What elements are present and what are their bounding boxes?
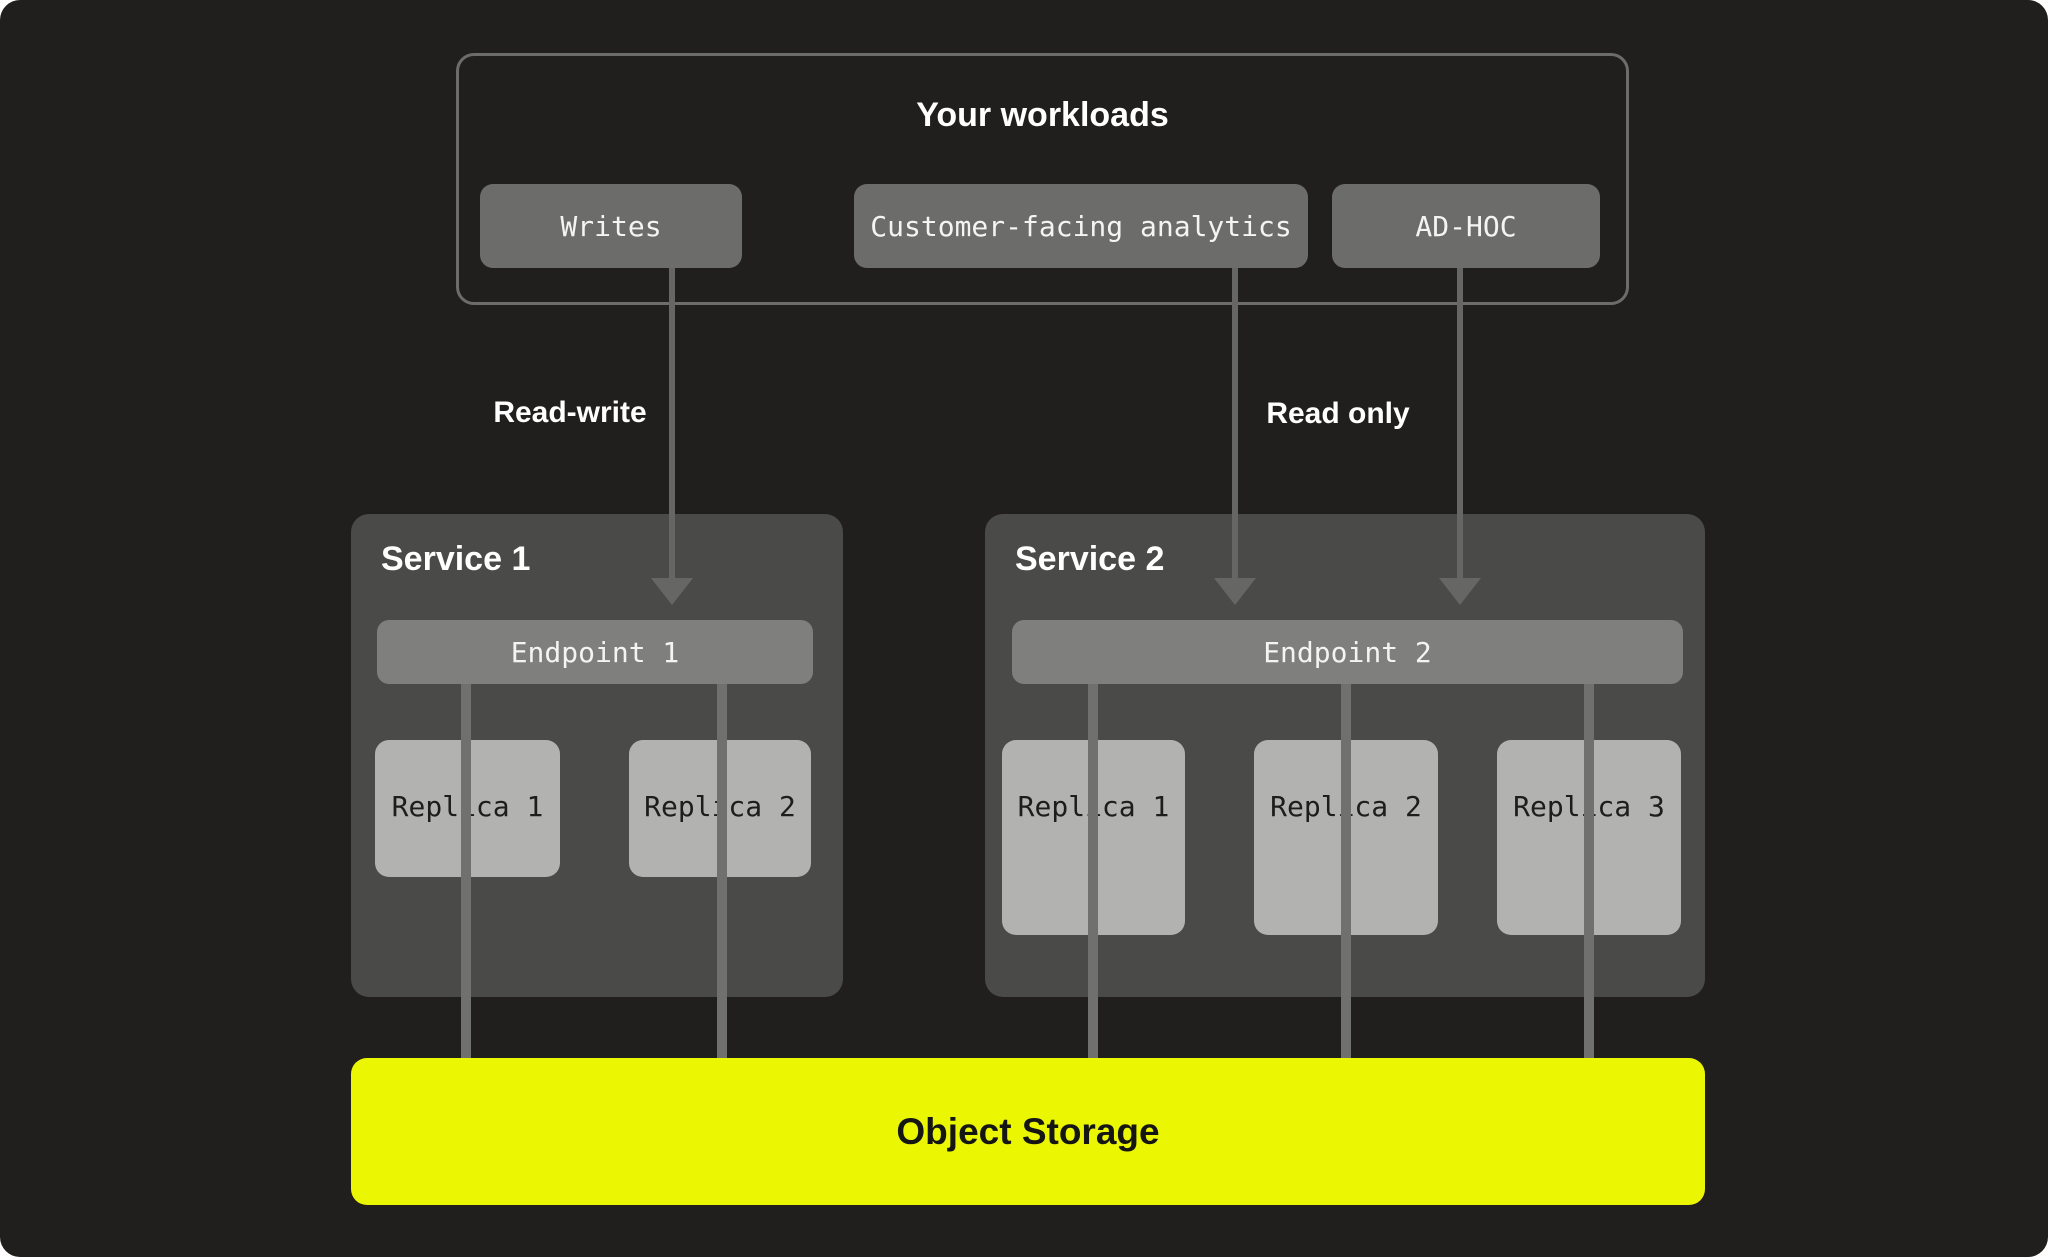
service-1-group: Service 1 Endpoint 1 Replica 1 Replica 2 (351, 514, 843, 997)
connector-s2-replica-2 (1341, 684, 1351, 1058)
workloads-title: Your workloads (916, 96, 1169, 134)
workloads-group: Your workloads Writes Customer-facing an… (456, 53, 1629, 305)
connector-s1-replica-2 (717, 684, 727, 1058)
arrow-shaft (669, 268, 675, 580)
label-read-write: Read-write (493, 396, 647, 429)
service-1-title: Service 1 (381, 540, 531, 578)
arrow-shaft (1232, 268, 1238, 580)
endpoint-2-node: Endpoint 2 (1012, 620, 1683, 684)
object-storage-bar: Object Storage (351, 1058, 1705, 1205)
object-storage-label: Object Storage (896, 1110, 1160, 1152)
connector-s1-replica-1 (461, 684, 471, 1058)
arrow-head-icon (1214, 578, 1256, 605)
arrow-head-icon (651, 578, 693, 605)
endpoint-1-node: Endpoint 1 (377, 620, 813, 684)
arrow-shaft (1457, 268, 1463, 580)
connector-s2-replica-1 (1088, 684, 1098, 1058)
workload-node-writes: Writes (480, 184, 742, 268)
arrow-head-icon (1439, 578, 1481, 605)
workload-node-customer-facing-analytics: Customer-facing analytics (854, 184, 1308, 268)
service-2-title: Service 2 (1015, 540, 1165, 578)
connector-s2-replica-3 (1584, 684, 1594, 1058)
label-read-only: Read only (1266, 397, 1410, 430)
workload-node-ad-hoc: AD-HOC (1332, 184, 1600, 268)
